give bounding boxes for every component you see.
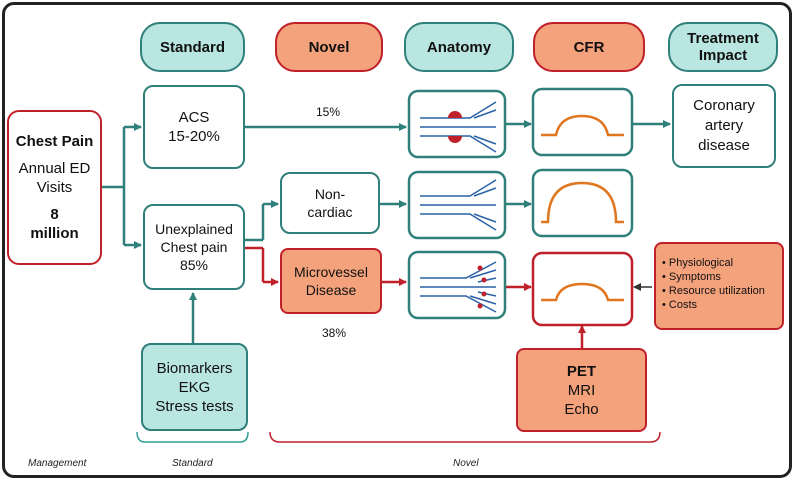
imaging-line1: PET — [566, 362, 597, 380]
noncardiac-line1: Non- — [314, 186, 346, 202]
caption-novel: Novel — [453, 458, 479, 469]
acs-box: ACS 15-20% — [143, 85, 245, 169]
acs-line1: ACS — [178, 109, 210, 126]
percent-acs: 15% — [316, 105, 341, 119]
unexplained-line1: Unexplained — [155, 221, 233, 237]
header-novel-label: Novel — [308, 38, 350, 56]
chest-pain-box: Chest Pain Annual ED Visits 8 million — [7, 110, 102, 265]
arrow-acs-row — [245, 120, 671, 131]
chest-pain-line1: Annual ED — [18, 160, 91, 177]
header-standard-label: Standard — [159, 38, 225, 56]
header-anatomy-label: Anatomy — [426, 38, 492, 56]
vessel-icon-microvessel — [407, 250, 507, 320]
unexplained-box: Unexplained Chest pain 85% — [143, 204, 245, 290]
chest-pain-value-line2: million — [30, 225, 79, 242]
impact-item-resource-utilization: • Resource utilization — [662, 285, 765, 297]
bracket-standard — [136, 431, 249, 443]
percent-microvessel: 38% — [322, 326, 347, 340]
chest-pain-line2: Visits — [36, 179, 73, 196]
unexplained-line3: 85% — [179, 257, 209, 273]
bracket-novel — [269, 431, 661, 443]
microvessel-line2: Disease — [305, 282, 357, 298]
cfr-curve-microvessel — [531, 251, 634, 327]
impact-list-box — [654, 242, 784, 330]
acs-line2: 15-20% — [168, 128, 220, 145]
impact-item-physiological: • Physiological — [662, 257, 734, 269]
header-novel: Novel — [275, 22, 383, 72]
impact-item-costs: • Costs — [662, 299, 698, 311]
header-treatment-impact-line2: Impact — [698, 47, 748, 64]
imaging-box: PET MRI Echo — [516, 348, 647, 432]
imaging-line3: Echo — [564, 400, 599, 418]
tests-line2: EKG — [178, 378, 211, 396]
header-anatomy: Anatomy — [404, 22, 514, 72]
impact-item-symptoms: • Symptoms — [662, 271, 721, 283]
cad-line3: disease — [698, 137, 750, 154]
caption-standard: Standard — [172, 458, 213, 469]
chest-pain-title: Chest Pain — [15, 133, 94, 150]
arrow-to-microvessel — [245, 246, 532, 291]
unexplained-line2: Chest pain — [160, 239, 228, 255]
caption-management: Management — [28, 458, 87, 469]
header-treatment-impact: Treatment Impact — [668, 22, 778, 72]
vessel-icon-noncardiac — [407, 170, 507, 240]
vessel-icon-acs — [407, 89, 507, 159]
arrow-chestpain-branch — [102, 123, 142, 249]
tests-line3: Stress tests — [155, 397, 234, 415]
cad-line1: Coronary — [693, 97, 755, 114]
microvessel-line1: Microvessel — [294, 264, 368, 280]
header-cfr: CFR — [533, 22, 645, 72]
cad-box: Coronary artery disease — [672, 84, 776, 168]
tests-line1: Biomarkers — [156, 359, 233, 377]
microvessel-box: Microvessel Disease — [280, 248, 382, 314]
impact-list: • Physiological • Symptoms • Resource ut… — [662, 256, 765, 312]
cfr-curve-acs — [531, 87, 634, 157]
noncardiac-box: Non- cardiac — [280, 172, 380, 234]
tests-box: Biomarkers EKG Stress tests — [141, 343, 248, 431]
chest-pain-value-line1: 8 — [50, 206, 59, 223]
imaging-line2: MRI — [567, 381, 596, 399]
header-treatment-impact-line1: Treatment — [687, 30, 759, 47]
cad-line2: artery — [704, 117, 744, 134]
header-standard: Standard — [140, 22, 245, 72]
cfr-curve-noncardiac — [531, 168, 634, 238]
header-cfr-label: CFR — [573, 38, 605, 56]
noncardiac-line2: cardiac — [307, 204, 353, 220]
arrow-to-noncardiac — [245, 200, 532, 242]
